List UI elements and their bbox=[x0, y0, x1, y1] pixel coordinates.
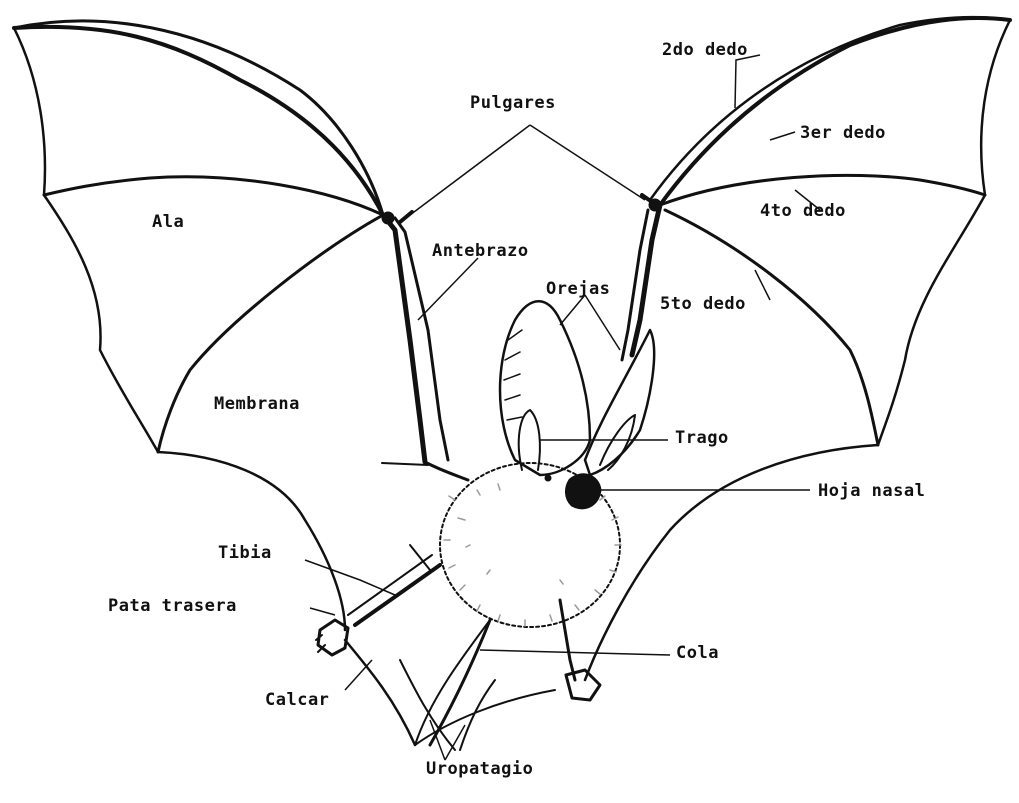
label-uropatagio: Uropatagio bbox=[426, 759, 533, 779]
leader-lines bbox=[305, 55, 820, 760]
uropatagium bbox=[415, 620, 555, 750]
label-3er-dedo: 3er dedo bbox=[800, 123, 886, 143]
label-trago: Trago bbox=[675, 428, 729, 448]
tail bbox=[430, 620, 490, 745]
left-ear bbox=[500, 301, 590, 475]
label-5to-dedo: 5to dedo bbox=[660, 294, 746, 314]
label-calcar: Calcar bbox=[265, 690, 329, 710]
leader-3er-dedo bbox=[770, 132, 795, 140]
calcar bbox=[345, 640, 415, 745]
label-2do-dedo: 2do dedo bbox=[662, 40, 748, 60]
leader-5to-dedo bbox=[755, 270, 770, 300]
left-wrist-joint bbox=[382, 212, 394, 224]
left-tibia bbox=[355, 565, 440, 625]
left-finger-4 bbox=[158, 215, 383, 452]
label-tibia: Tibia bbox=[218, 543, 272, 563]
legs bbox=[316, 545, 600, 750]
right-wing bbox=[585, 17, 1010, 680]
left-upper-arm bbox=[425, 462, 468, 480]
body bbox=[440, 463, 621, 627]
left-forearm bbox=[383, 215, 425, 462]
label-ala: Ala bbox=[152, 212, 184, 232]
leader-pata-trasera bbox=[310, 608, 335, 615]
leader-antebrazo bbox=[418, 258, 478, 320]
right-foot bbox=[566, 670, 600, 700]
label-antebrazo: Antebrazo bbox=[432, 241, 529, 261]
right-finger-4 bbox=[665, 210, 878, 445]
label-pulgares: Pulgares bbox=[470, 93, 556, 113]
label-hoja-nasal: Hoja nasal bbox=[818, 481, 925, 501]
label-4to-dedo: 4to dedo bbox=[760, 201, 846, 221]
right-leg bbox=[560, 600, 575, 680]
left-eye bbox=[545, 475, 551, 481]
left-thumb bbox=[400, 212, 412, 222]
left-finger-2 bbox=[14, 27, 383, 215]
left-wing-outline bbox=[14, 28, 158, 452]
left-foot bbox=[318, 620, 348, 655]
label-pata-trasera: Pata trasera bbox=[108, 596, 237, 616]
fur-texture bbox=[444, 484, 621, 626]
leader-cola bbox=[480, 650, 670, 655]
right-ear bbox=[585, 330, 654, 475]
left-leading-edge bbox=[14, 21, 383, 215]
leader-pulgares bbox=[410, 125, 645, 215]
label-cola: Cola bbox=[676, 643, 719, 663]
left-tragus bbox=[519, 410, 540, 470]
leader-tibia bbox=[305, 560, 395, 595]
ears bbox=[500, 301, 654, 475]
right-tragus bbox=[600, 415, 635, 470]
left-wing bbox=[14, 21, 468, 630]
leader-calcar bbox=[345, 660, 372, 690]
label-membrana: Membrana bbox=[214, 394, 300, 414]
nose-leaf bbox=[566, 475, 600, 508]
right-wing-outline bbox=[878, 20, 1010, 445]
label-orejas: Orejas bbox=[546, 279, 610, 299]
right-wrist-joint bbox=[649, 199, 661, 211]
left-finger-3 bbox=[44, 177, 383, 215]
